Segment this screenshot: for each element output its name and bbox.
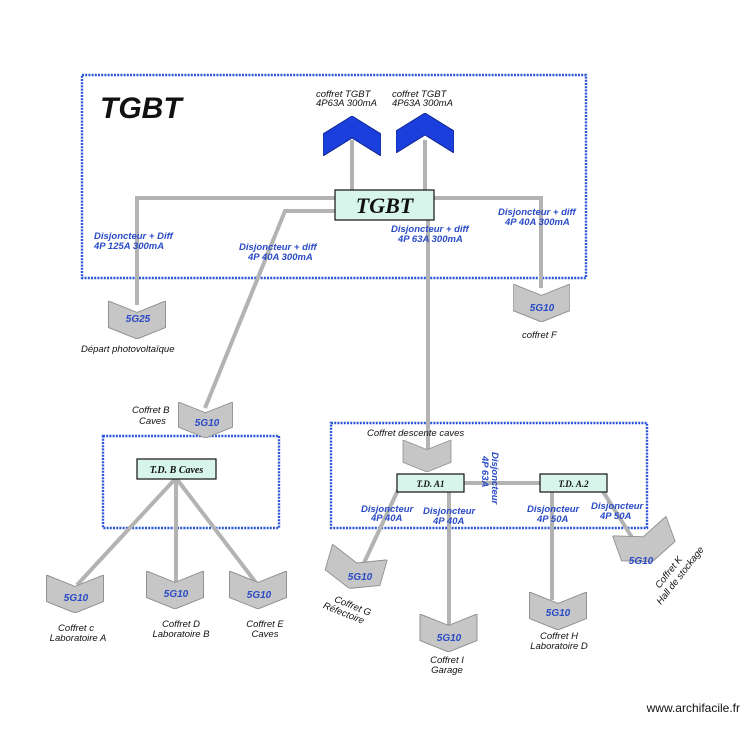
connector-code: 5G10 [437,633,462,644]
coffret-b-label1: Coffret B [132,405,170,416]
incoming-label-line1: coffret TGBT [392,89,448,100]
photovoltaique-label: Départ photovoltaïque [81,344,174,355]
td-b-caves-label: T.D. B Caves [150,465,204,476]
connector-coffret-k[interactable]: 5G10 [612,516,680,572]
breaker-mid-left-line2: 4P 40A 300mA [247,252,313,263]
connector-coffret-d[interactable]: 5G10 [146,571,204,609]
td-a2-label: T.D. A.2 [558,479,589,489]
breaker-g-line2: 4P 40A [370,513,402,524]
td-a2-box[interactable]: T.D. A.2 [539,473,608,493]
connector-code: 5G10 [546,608,571,619]
watermark: www.archifacile.fr [646,701,740,715]
breaker-i-line2: 4P 40A [432,516,464,527]
coffret-h-label2: Laboratoire D [530,641,588,652]
incoming-label-line2: 4P63A 300mA [316,98,377,109]
coffret-f-label: coffret F [522,330,558,341]
connector-code: 5G10 [247,590,272,601]
tgbt-zone [80,73,588,280]
coffret-d-label1: Coffret D [162,619,200,630]
link-breaker-line2: 4P 63A [479,455,490,487]
td-b-caves-box[interactable]: T.D. B Caves [136,458,217,480]
incoming-label-line2: 4P63A 300mA [392,98,453,109]
connector-code: 5G25 [126,314,151,325]
connector-coffret-e[interactable]: 5G10 [229,571,287,609]
breaker-center-line1: Disjoncteur + diff [391,224,470,235]
breaker-g-line1: Disjoncteur [361,504,415,515]
link-breaker-label: Disjoncteur 4P 63A [479,452,500,506]
breaker-center-line2: 4P 63A 300mA [397,234,463,245]
connector-chevron-icon [321,544,388,597]
connector-coffret-i[interactable]: 5G10 [419,614,478,652]
td-a1-box[interactable]: T.D. A1 [396,473,465,493]
wires [75,140,642,625]
breaker-h-line1: Disjoncteur [527,504,581,515]
incoming-feed-1: coffret TGBT 4P63A 300mA [316,89,381,156]
breaker-h-line2: 4P 50A [536,514,568,525]
connector-code: 5G10 [164,589,189,600]
descente-caves-title: Coffret descente caves [367,428,464,439]
breaker-i-line1: Disjoncteur [423,506,477,517]
coffret-i-label1: Coffret I [430,655,464,666]
td-a1-label: T.D. A1 [416,479,444,489]
coffret-d-label2: Laboratoire B [152,629,210,640]
connector-code: 5G10 [530,303,555,314]
coffret-b-label2: Caves [139,416,166,427]
breaker-left-line2: 4P 125A 300mA [93,241,164,252]
main-zone-title: TGBT [100,92,184,125]
coffret-g-labels: Coffret G Réfectoire [321,594,372,627]
td-b-zone [101,434,281,530]
connector-coffret-b[interactable]: 5G10 [178,402,233,438]
breaker-k-line2: 4P 50A [599,511,631,522]
incoming-feed-2: coffret TGBT 4P63A 300mA [392,89,454,153]
connector-coffret-c[interactable]: 5G10 [46,575,104,613]
connector-code: 5G10 [64,593,89,604]
breaker-k-line1: Disjoncteur [591,501,645,512]
descente-caves-zone [329,421,649,530]
connector-coffret-h[interactable]: 5G10 [529,592,587,630]
connector-code: 5G10 [348,572,373,583]
coffret-i-label2: Garage [431,665,463,676]
connector-code: 5G10 [629,556,654,567]
coffret-e-label2: Caves [252,629,279,640]
connector-code: 5G10 [195,418,220,429]
breaker-right-line2: 4P 40A 300mA [504,217,570,228]
tgbt-box-label: TGBT [356,193,415,218]
link-breaker-line1: Disjoncteur [489,452,500,506]
tgbt-box[interactable]: TGBT [334,189,435,221]
connector-coffret-f[interactable]: 5G10 [513,284,570,322]
breaker-right-line1: Disjoncteur + diff [498,207,577,218]
connector-coffret-g[interactable]: 5G10 [321,544,388,597]
coffret-c-label1: Coffret c [58,623,94,634]
connector-photovoltaique[interactable]: 5G25 [108,301,166,339]
breaker-left-line1: Disjoncteur + Diff [94,231,174,242]
coffret-c-label2: Laboratoire A [50,633,107,644]
coffret-e-label1: Coffret E [246,619,284,630]
incoming-label-line1: coffret TGBT [316,89,372,100]
coffret-h-label1: Coffret H [540,631,578,642]
breaker-mid-left-line1: Disjoncteur + diff [239,242,318,253]
